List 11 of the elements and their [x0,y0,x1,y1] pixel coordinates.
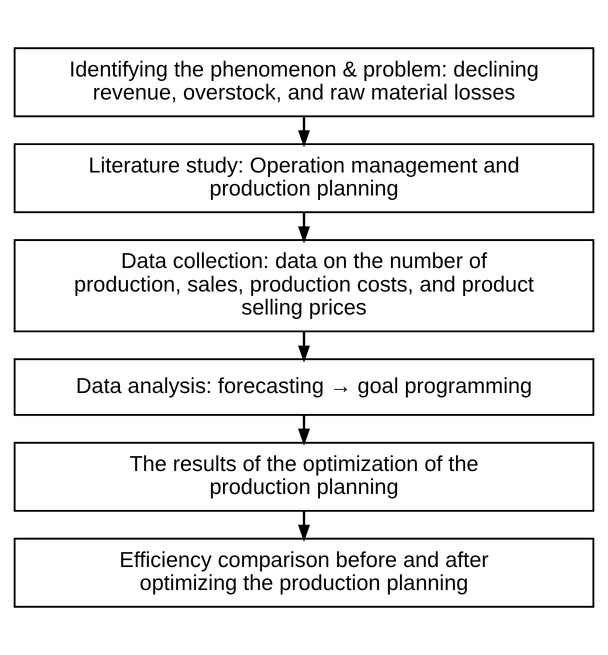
node-box: Data collection: data on the number of production, sales, production costs, and product selling prices [14,239,594,332]
arrow [298,415,310,446]
node-box: Data analysis: forecasting → goal programming [14,358,594,416]
arrow [298,332,310,363]
arrow [298,116,310,148]
node-box: Efficiency comparison before and after optimizing the production planning [14,538,594,608]
node-box: Literature study: Operation management and production planning [14,143,594,214]
node-box: Identifying the phenomenon & problem: declining revenue, overstock, and raw material losses [14,47,594,118]
arrow [298,511,310,542]
node-box: The results of the optimization of the production planning [14,442,594,512]
arrow [298,212,310,244]
